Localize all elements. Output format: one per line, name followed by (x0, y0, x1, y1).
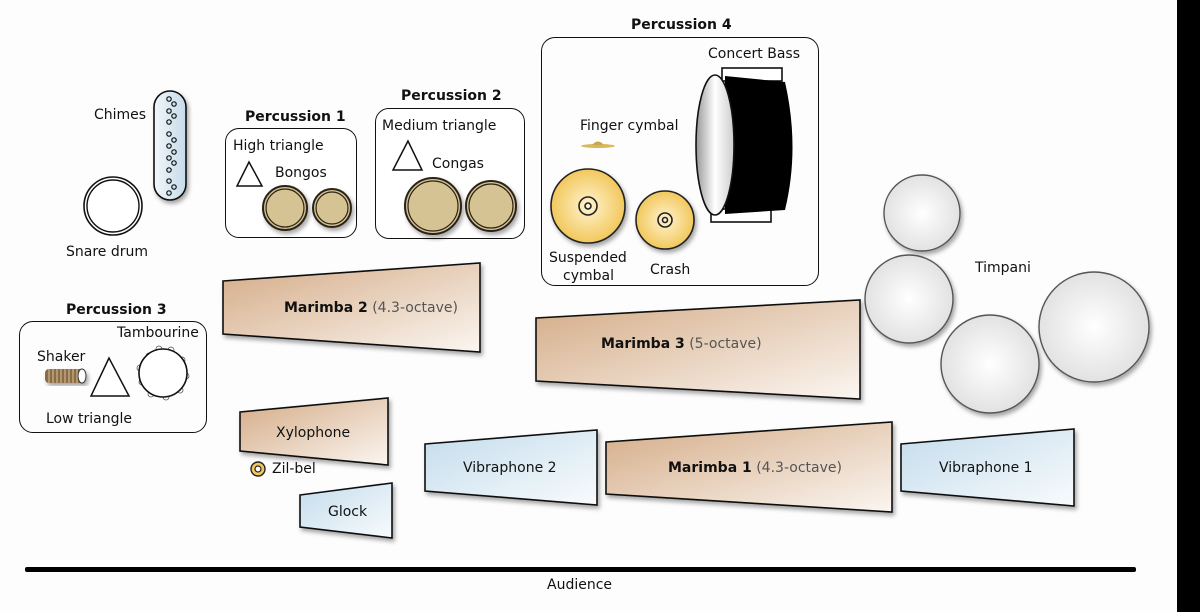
marimba-1-detail: (4.3-octave) (756, 460, 842, 476)
timpani-label: Timpani (975, 260, 1031, 276)
finger-cymbal-label: Finger cymbal (580, 118, 679, 134)
finger-cymbal-icon (581, 141, 615, 148)
marimba-2-name: Marimba 2 (284, 300, 368, 316)
suspended-cymbal-label-1: Suspended (549, 250, 627, 266)
low-triangle-label: Low triangle (46, 411, 132, 427)
vibraphone-2-label: Vibraphone 2 (463, 460, 557, 476)
marimba-2-detail: (4.3-octave) (372, 300, 458, 316)
marimba-1-shape (605, 421, 893, 513)
marimba-3-label: Marimba 3 (5-octave) (601, 336, 762, 352)
xylophone-label: Xylophone (276, 425, 351, 441)
percussion-3-title: Percussion 3 (66, 302, 167, 318)
xylophone-shape (239, 397, 389, 466)
marimba-1-name: Marimba 1 (668, 460, 752, 476)
congas-label: Congas (432, 156, 484, 172)
marimba-2-label: Marimba 2 (4.3-octave) (284, 300, 458, 316)
percussion-2-title: Percussion 2 (401, 88, 502, 104)
percussion-1-title: Percussion 1 (245, 109, 346, 125)
marimba-2-shape (222, 262, 481, 353)
shaker-label: Shaker (37, 349, 86, 365)
suspended-cymbal-label-2: cymbal (563, 268, 614, 284)
percussion-3-box (19, 321, 207, 433)
timpani-icon (864, 174, 1150, 414)
shaker-icon (45, 368, 87, 384)
marimba-1-label: Marimba 1 (4.3-octave) (668, 460, 842, 476)
vibraphone-2-shape (424, 429, 598, 506)
snare-drum-icon (83, 176, 143, 236)
chimes-label: Chimes (94, 107, 147, 123)
low-triangle-icon (89, 356, 131, 397)
high-triangle-label: High triangle (233, 138, 324, 154)
zil-bel-label: Zil-bel (272, 461, 316, 477)
marimba-3-name: Marimba 3 (601, 336, 685, 352)
percussion-4-box (541, 37, 819, 286)
vibraphone-1-label: Vibraphone 1 (939, 460, 1033, 476)
bongos-label: Bongos (275, 165, 327, 181)
vibraphone-1-shape (900, 428, 1075, 507)
crash-label: Crash (650, 262, 691, 278)
chimes-icon (153, 90, 187, 201)
audience-line (25, 567, 1136, 572)
tambourine-icon (136, 345, 190, 401)
crash-cymbal-icon (635, 190, 695, 250)
marimba-3-detail: (5-octave) (689, 336, 762, 352)
right-edge-bar (1177, 0, 1200, 612)
glock-label: Glock (328, 504, 368, 520)
suspended-cymbal-icon (550, 168, 626, 244)
audience-label: Audience (547, 577, 613, 593)
snare-drum-label: Snare drum (66, 244, 149, 260)
tambourine-label: Tambourine (117, 325, 199, 341)
zil-bel-icon (250, 461, 266, 477)
medium-triangle-label: Medium triangle (382, 118, 497, 134)
glock-shape (299, 482, 393, 539)
concert-bass-label: Concert Bass (708, 46, 800, 62)
percussion-4-title: Percussion 4 (631, 17, 732, 33)
concert-bass-drum-icon (695, 67, 793, 223)
marimba-3-shape (535, 299, 861, 400)
